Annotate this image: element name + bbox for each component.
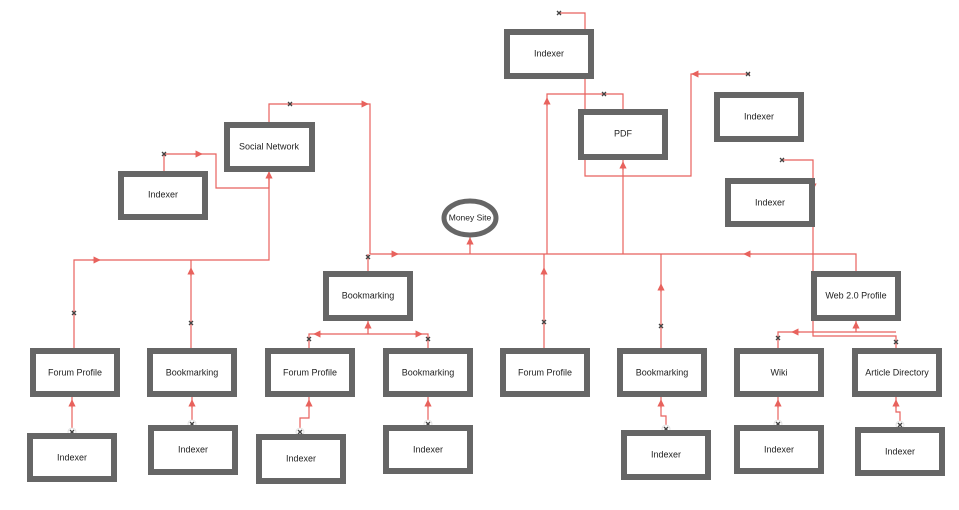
wiki-label: Wiki xyxy=(771,367,788,377)
bookmarking-label: Bookmarking xyxy=(402,367,455,377)
indexer-node: Indexer xyxy=(148,425,238,475)
x-mark xyxy=(658,323,664,329)
x-mark xyxy=(775,335,781,341)
social-network-node: Social Network xyxy=(224,122,315,172)
indexer-node: Indexer xyxy=(118,171,208,220)
edge-indexer-to-pdf xyxy=(559,12,586,30)
indexer-label: Indexer xyxy=(744,111,774,121)
indexer-label: Indexer xyxy=(651,449,681,459)
x-mark xyxy=(745,71,751,77)
bookmarking-label: Bookmarking xyxy=(636,367,689,377)
edge-social-top xyxy=(268,103,371,254)
x-mark xyxy=(541,319,547,325)
social-network-label: Social Network xyxy=(239,141,300,151)
bookmarking-node: Bookmarking xyxy=(617,348,707,397)
forum-profile-node: Forum Profile xyxy=(265,348,355,397)
indexer-label: Indexer xyxy=(534,48,564,58)
money-site-label: Money Site xyxy=(449,212,492,222)
bookmarking-node: Bookmarking xyxy=(383,348,473,397)
indexer-node: Indexer xyxy=(27,433,117,482)
x-mark xyxy=(425,336,431,342)
edge-forum-bookmark-split xyxy=(308,333,429,348)
x-mark xyxy=(188,320,194,326)
pdf-node: PDF xyxy=(578,109,668,160)
indexer-node: Indexer xyxy=(383,425,473,474)
x-mark xyxy=(71,310,77,316)
indexer-label: Indexer xyxy=(57,452,87,462)
pdf-label: PDF xyxy=(614,128,633,138)
indexer-node: Indexer xyxy=(504,29,594,79)
x-mark xyxy=(161,151,167,157)
x-mark xyxy=(556,10,562,16)
indexer-label: Indexer xyxy=(178,444,208,454)
indexer-label: Indexer xyxy=(148,189,178,199)
connectors xyxy=(68,12,901,434)
money-site-node: Money Site xyxy=(441,198,499,238)
x-mark xyxy=(601,91,607,97)
indexer-label: Indexer xyxy=(286,453,316,463)
indexer-node: Indexer xyxy=(734,425,824,474)
forum-profile-label: Forum Profile xyxy=(283,367,337,377)
edge-web20-up xyxy=(827,253,857,272)
edge-wiki-article-split xyxy=(777,331,896,348)
indexer-node: Indexer xyxy=(621,430,711,480)
edge-indexer-to-web20 xyxy=(782,159,897,348)
x-mark xyxy=(365,254,371,260)
bookmarking-label: Bookmarking xyxy=(166,367,219,377)
bookmarking-label: Bookmarking xyxy=(342,290,395,300)
indexer-label: Indexer xyxy=(413,444,443,454)
forum-profile-node: Forum Profile xyxy=(500,348,590,397)
x-mark xyxy=(306,336,312,342)
indexer-label: Indexer xyxy=(885,446,915,456)
x-mark xyxy=(893,339,899,345)
web20-profile-label: Web 2.0 Profile xyxy=(825,290,886,300)
bookmarking-node: Bookmarking xyxy=(147,348,237,397)
edge-forum-to-social xyxy=(73,174,270,348)
indexer-label: Indexer xyxy=(755,197,785,207)
forum-profile-label: Forum Profile xyxy=(518,367,572,377)
forum-profile-label: Forum Profile xyxy=(48,367,102,377)
wiki-node: Wiki xyxy=(734,348,824,397)
indexer-node: Indexer xyxy=(725,178,815,227)
bookmarking-node: Bookmarking xyxy=(323,271,413,321)
indexer-label: Indexer xyxy=(764,444,794,454)
indexer-node: Indexer xyxy=(855,427,945,476)
article-directory-label: Article Directory xyxy=(865,367,929,377)
x-mark xyxy=(779,157,785,163)
forum-profile-node: Forum Profile xyxy=(30,348,120,397)
indexer-node: Indexer xyxy=(714,92,804,142)
indexer-node: Indexer xyxy=(256,434,346,484)
x-mark xyxy=(287,101,293,107)
web20-profile-node: Web 2.0 Profile xyxy=(811,271,901,321)
article-directory-node: Article Directory xyxy=(852,348,942,397)
